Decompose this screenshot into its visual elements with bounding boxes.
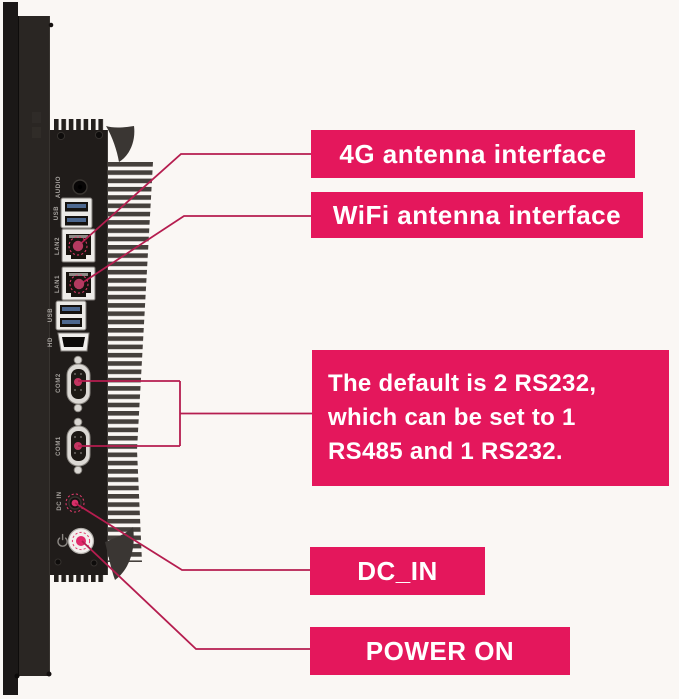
top-mounting-hook <box>106 126 135 162</box>
usb-port-top <box>60 197 93 229</box>
port-label-lan1: LAN1 <box>55 274 61 294</box>
power-icon <box>57 533 68 547</box>
leader-wifi-antenna <box>78 215 311 286</box>
callout-rs232-note: The default is 2 RS232, which can be set… <box>312 350 669 486</box>
rs232-note-line: which can be set to 1 <box>328 404 576 431</box>
port-label-usb-bottom: USB <box>48 307 54 323</box>
display-front-bezel <box>3 2 18 695</box>
display-back-panel <box>18 16 50 676</box>
leader-4g-antenna <box>77 153 311 247</box>
port-label-com1: COM1 <box>56 436 62 456</box>
bottom-mounting-hook <box>105 527 134 580</box>
chassis-screws <box>54 130 104 567</box>
panel-screw <box>14 673 20 679</box>
heatsink-fins <box>108 162 153 562</box>
port-label-com2: COM2 <box>56 373 62 393</box>
callout-dc-in: DC_IN <box>310 547 485 595</box>
rs232-note-line: The default is 2 RS232, <box>328 370 597 397</box>
callout-power-on: POWER ON <box>310 627 570 675</box>
lan-callout-dots <box>68 236 89 294</box>
callout-wifi-antenna: WiFi antenna interface <box>311 192 643 238</box>
com2-callout-dot <box>74 378 82 386</box>
hdmi-port <box>57 332 90 352</box>
port-label-hdmi: HD <box>48 337 54 347</box>
panel-screw <box>48 22 54 28</box>
panel-marking <box>32 112 41 138</box>
chassis-bottom-teeth <box>54 571 105 582</box>
callout-4g-antenna: 4G antenna interface <box>311 130 635 178</box>
port-label-dc-in: DC IN <box>57 491 63 511</box>
power-button <box>67 527 95 555</box>
rs232-note-line: RS485 and 1 RS232. <box>328 438 563 465</box>
usb-port-bottom <box>55 300 87 331</box>
com2-port <box>66 355 91 413</box>
leader-com-bracket <box>78 380 312 447</box>
port-label-audio: AUDIO <box>56 175 62 199</box>
leader-dc-in <box>74 502 310 571</box>
leader-power-on <box>81 540 310 650</box>
chassis-top-teeth <box>54 119 105 131</box>
port-label-lan2: LAN2 <box>55 236 61 256</box>
port-label-usb-top: USB <box>54 205 60 221</box>
panel-screw <box>46 671 52 677</box>
audio-jack <box>72 179 88 195</box>
